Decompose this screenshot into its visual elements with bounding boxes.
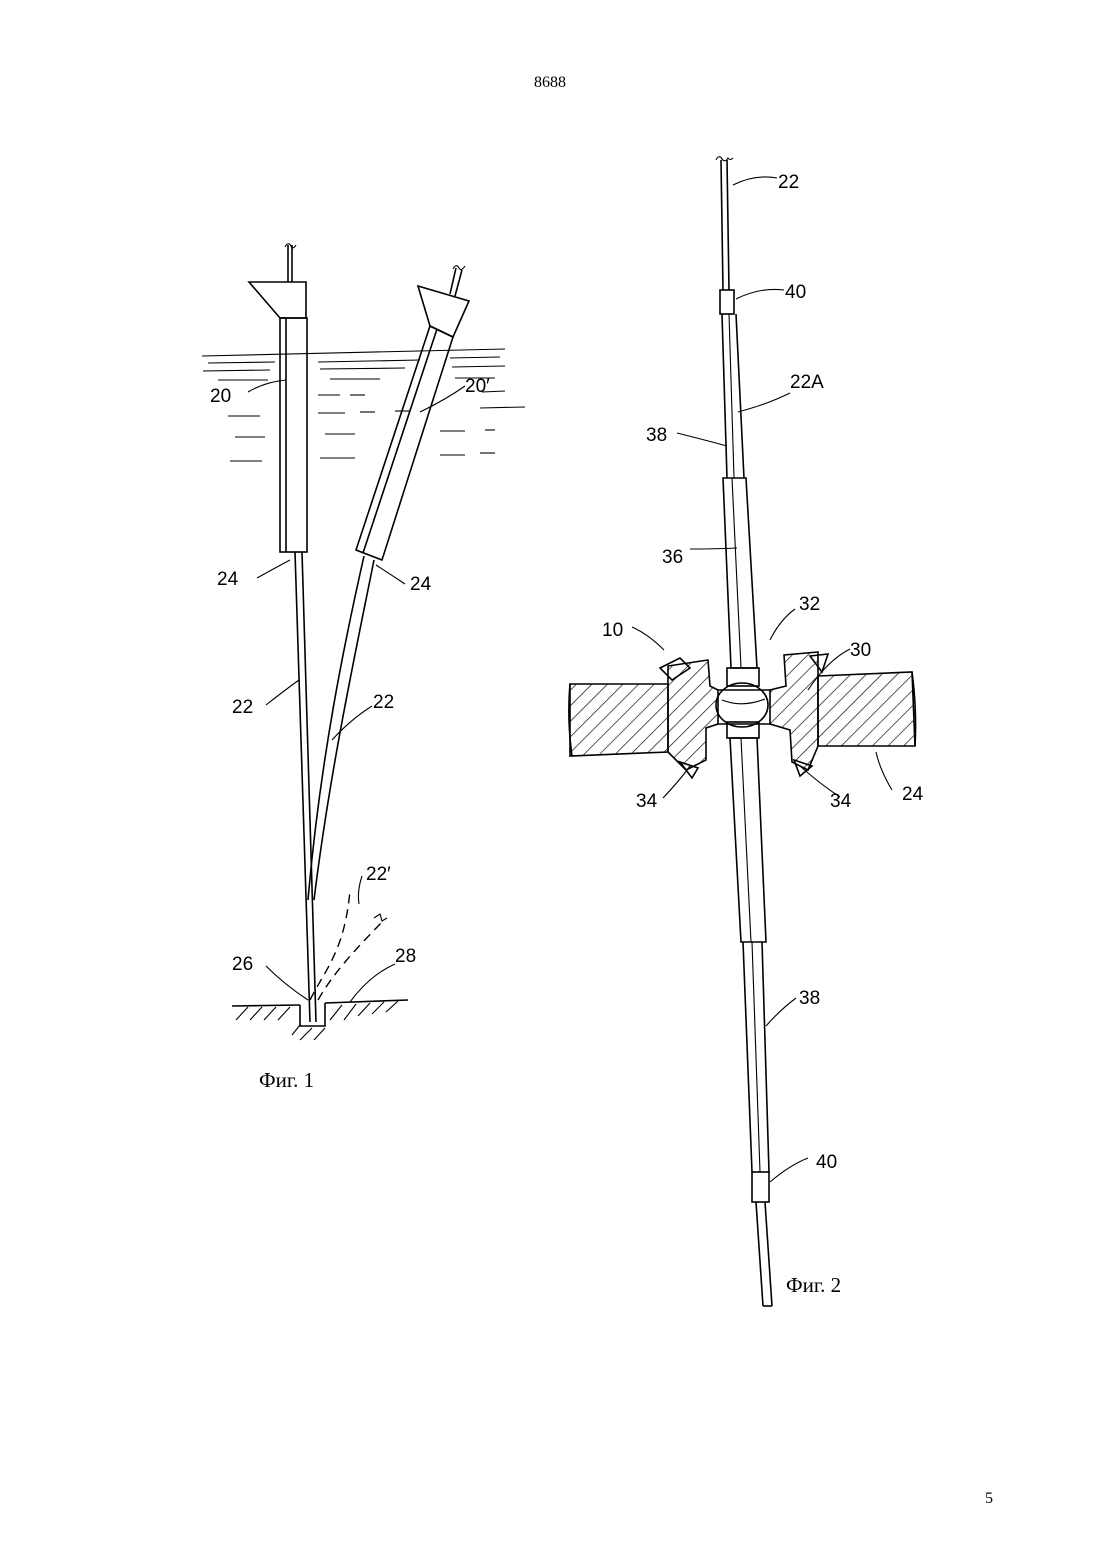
label-24-left: 24 (217, 569, 239, 590)
line-22-top (716, 157, 733, 290)
line-bottom (756, 1202, 772, 1306)
label-40-bottom: 40 (816, 1152, 837, 1173)
sleeve-40-top (720, 290, 734, 314)
vertical-line-22 (295, 552, 316, 1022)
label-28: 28 (395, 946, 416, 967)
page-number: 5 (985, 1490, 993, 1508)
label-34-left: 34 (636, 791, 658, 812)
broken-line-22-prime (310, 890, 387, 1000)
label-36: 36 (662, 547, 683, 568)
label-26: 26 (232, 954, 253, 975)
fitting-10 (660, 652, 828, 778)
label-22-prime: 22′ (366, 864, 391, 885)
water-surface (202, 349, 525, 461)
label-20: 20 (210, 386, 231, 407)
label-38-lower: 38 (799, 988, 820, 1009)
figure-1-caption: Фиг. 1 (259, 1068, 314, 1093)
figure-1: 20 20′ 24 24 22 22 22′ 26 28 (202, 244, 525, 1040)
curved-line-22 (308, 556, 374, 900)
label-22-right: 22 (373, 692, 394, 713)
label-22-left: 22 (232, 697, 253, 718)
label-34-right: 34 (830, 791, 852, 812)
label-24-right: 24 (410, 574, 432, 595)
sleeve-40-bottom (752, 1172, 769, 1202)
label-40-top: 40 (785, 282, 806, 303)
rod-38-upper (722, 314, 744, 478)
ball-joint (716, 668, 768, 738)
label-24: 24 (902, 784, 924, 805)
rod-38-lower (743, 942, 769, 1172)
label-30: 30 (850, 640, 871, 661)
label-38-upper: 38 (646, 425, 667, 446)
wall-24 (569, 672, 916, 756)
label-20-prime: 20′ (465, 376, 490, 397)
lower-tube (730, 738, 766, 942)
label-32: 32 (799, 594, 820, 615)
tube-36 (723, 478, 757, 668)
figure-2-caption: Фиг. 2 (786, 1273, 841, 1298)
figure-2: 22 40 22A 38 36 32 10 30 34 34 24 38 40 (569, 157, 924, 1306)
label-10: 10 (602, 620, 623, 641)
label-22: 22 (778, 172, 799, 193)
tilted-float-assembly (356, 266, 469, 560)
vertical-float-assembly (249, 244, 307, 552)
label-22A: 22A (790, 372, 824, 393)
ground-anchor (232, 1000, 408, 1040)
